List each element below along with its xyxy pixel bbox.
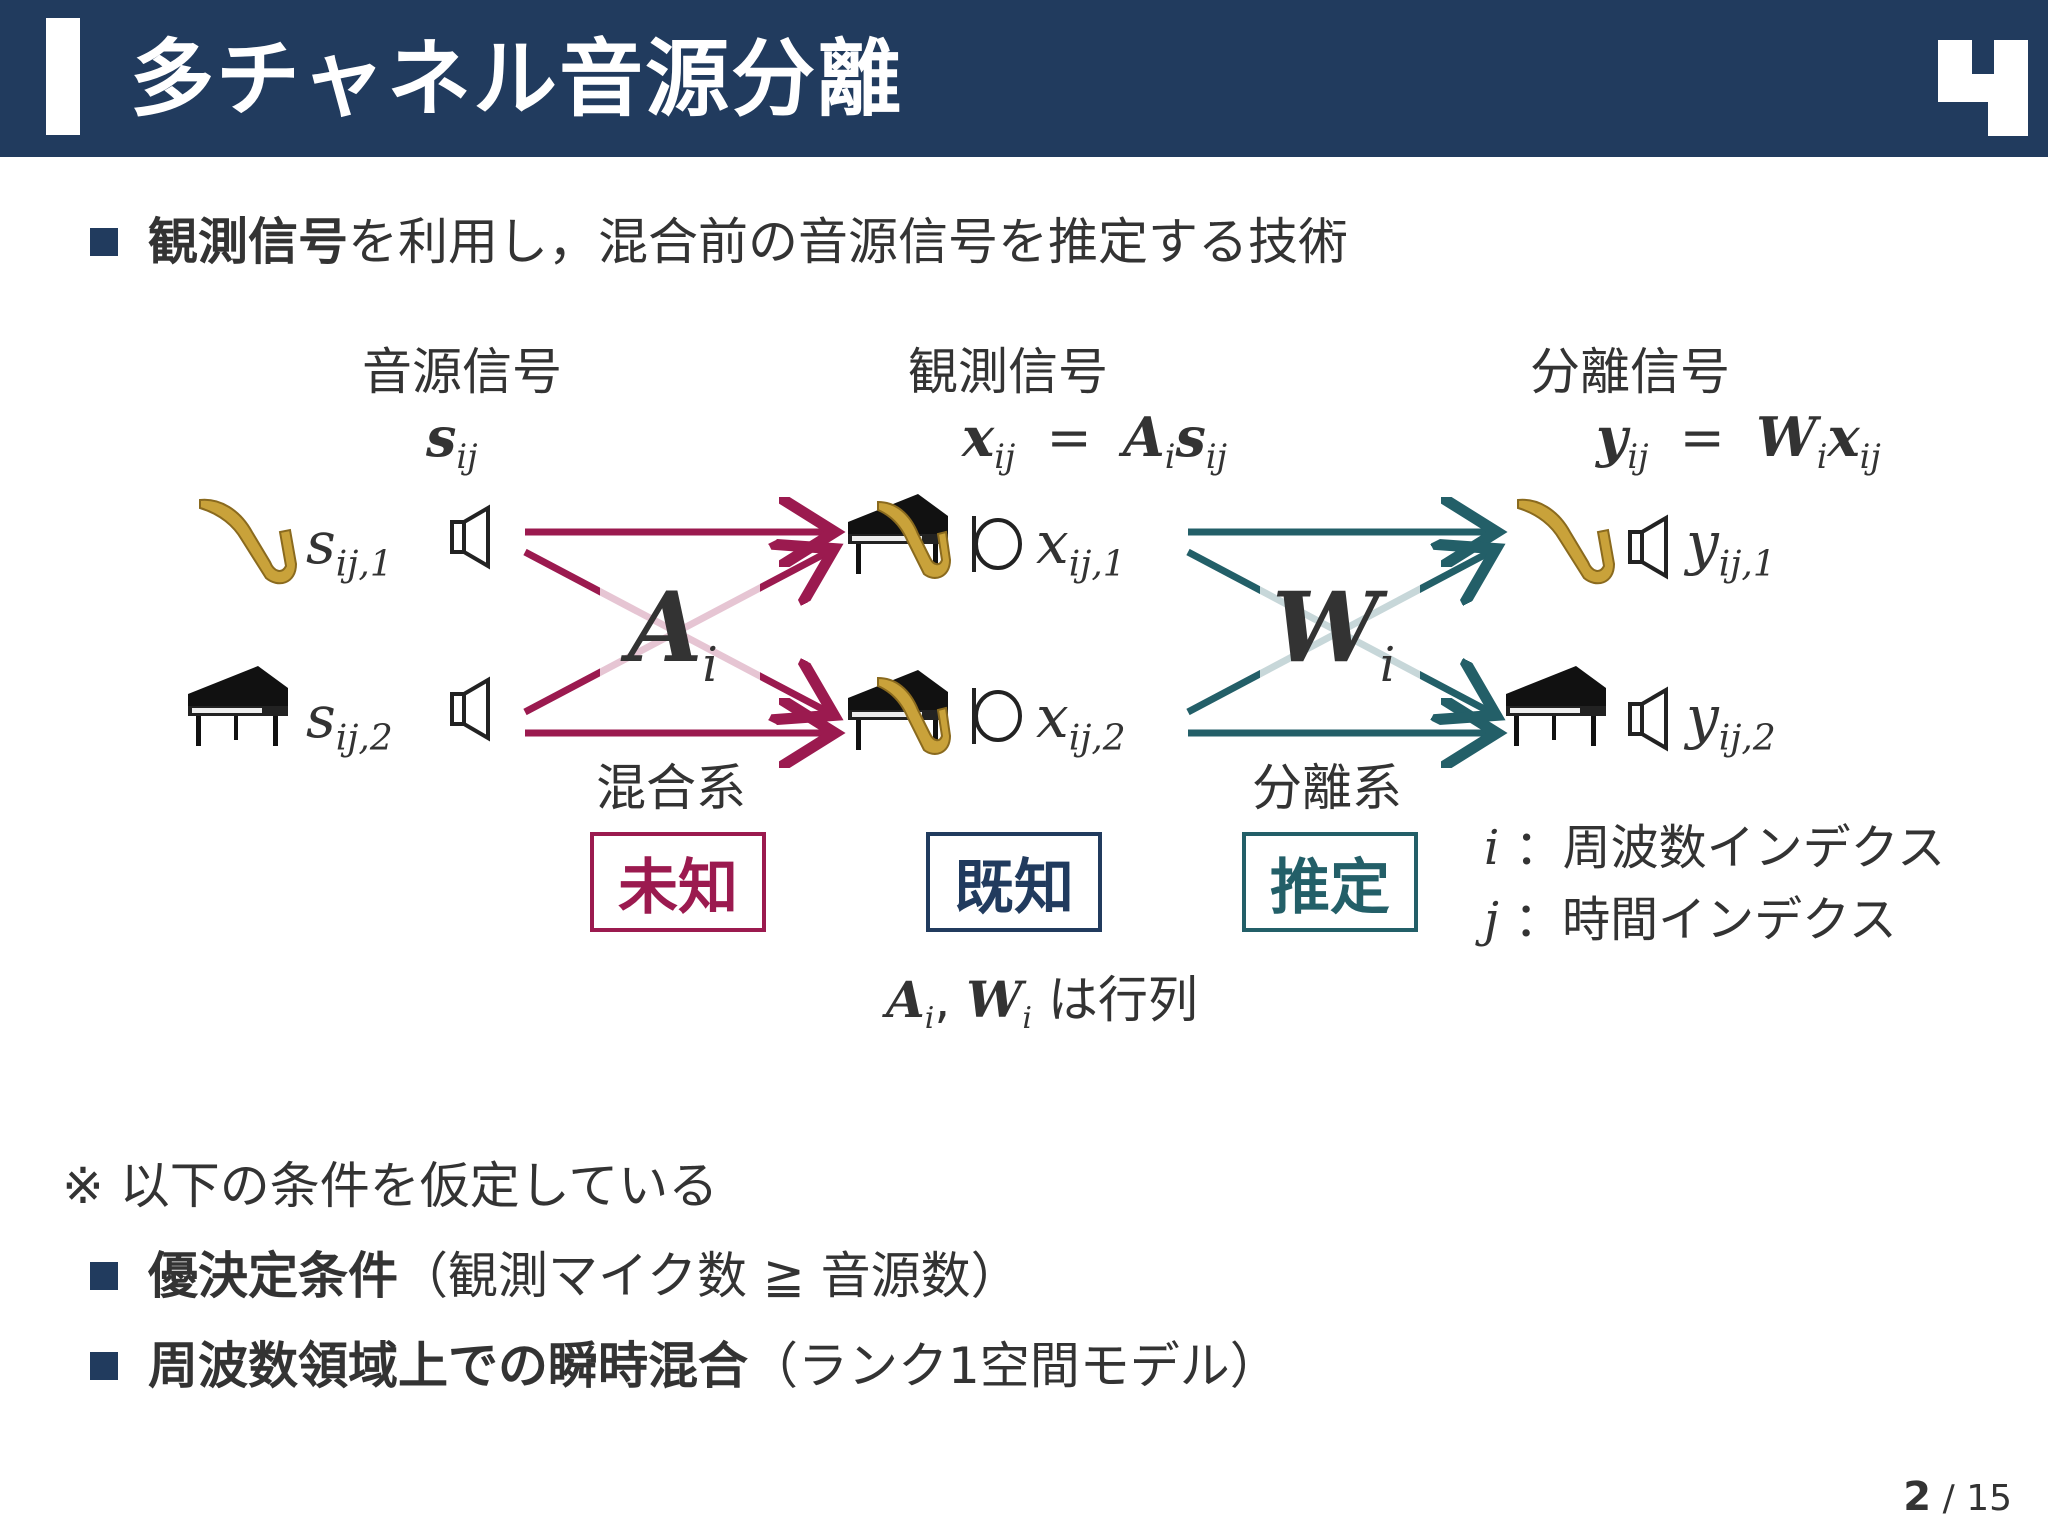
mixing-system-label: 混合系 <box>596 759 746 817</box>
separated-var-2: yij,2 <box>1686 683 1776 759</box>
bullet-square-icon <box>90 228 118 256</box>
intro-rest: を利用し，混合前の音源信号を推定する技術 <box>348 213 1348 271</box>
speaker-icon <box>1628 686 1668 752</box>
source-var-1: sij,1 <box>306 509 393 585</box>
assumption-heading: ※ 以下の条件を仮定している <box>62 1157 719 1215</box>
speaker-icon <box>1628 514 1668 580</box>
page-number: 2 / 15 <box>1903 1474 2012 1520</box>
grand-piano-icon <box>1506 666 1606 746</box>
grand-piano-icon <box>188 666 288 746</box>
intro-bold: 観測信号 <box>148 213 348 271</box>
legend-i: i ：周波数インデクス <box>1484 820 1946 876</box>
source-formula: sij <box>426 405 478 476</box>
observed-signal-title: 観測信号 <box>908 343 1108 401</box>
observed-status-box: 既知 <box>926 832 1102 932</box>
separated-signal-title: 分離信号 <box>1530 343 1730 401</box>
speaker-icon <box>450 504 490 570</box>
separation-arrows <box>1186 532 1490 733</box>
separated-formula: yij = Wixij <box>1596 405 1881 476</box>
piano-sax-mixture-icon <box>848 494 952 579</box>
source-var-2: sij,2 <box>306 683 393 759</box>
assumption-item-1: 優決定条件（観測マイク数 ≧ 音源数） <box>148 1247 1021 1305</box>
bullet-square-icon <box>90 1262 118 1290</box>
saxophone-icon <box>1517 498 1616 585</box>
saxophone-icon <box>199 498 298 585</box>
speaker-icon <box>450 676 490 742</box>
header-accent-bar <box>46 18 80 135</box>
mixing-status-box: 未知 <box>590 832 766 932</box>
assumption-item-2: 周波数領域上での瞬時混合（ランク1空間モデル） <box>148 1337 1280 1395</box>
lab-logo <box>1938 40 2028 136</box>
observed-var-2: xij,2 <box>1036 683 1126 759</box>
mixing-arrows <box>523 532 828 733</box>
microphone-icon <box>972 516 1022 572</box>
slide-header: 多チャネル音源分離 <box>0 0 2048 157</box>
separation-status-box: 推定 <box>1242 832 1418 932</box>
bullet-square-icon <box>90 1352 118 1380</box>
separation-matrix: Wi <box>1272 571 1396 694</box>
separation-system-label: 分離系 <box>1252 759 1402 817</box>
piano-sax-mixture-icon <box>848 670 952 755</box>
legend-j: j ：時間インデクス <box>1484 892 1897 948</box>
mixing-matrix: Ai <box>628 571 718 694</box>
matrix-note: Ai, Wi は行列 <box>886 970 1198 1036</box>
intro-text: 観測信号を利用し，混合前の音源信号を推定する技術 <box>148 210 1348 274</box>
source-signal-title: 音源信号 <box>362 343 562 401</box>
observed-formula: xij = Aisij <box>962 405 1228 476</box>
separated-var-1: yij,1 <box>1686 509 1776 585</box>
observed-var-1: xij,1 <box>1036 509 1126 585</box>
microphone-icon <box>972 688 1022 744</box>
slide-title: 多チャネル音源分離 <box>130 30 904 128</box>
